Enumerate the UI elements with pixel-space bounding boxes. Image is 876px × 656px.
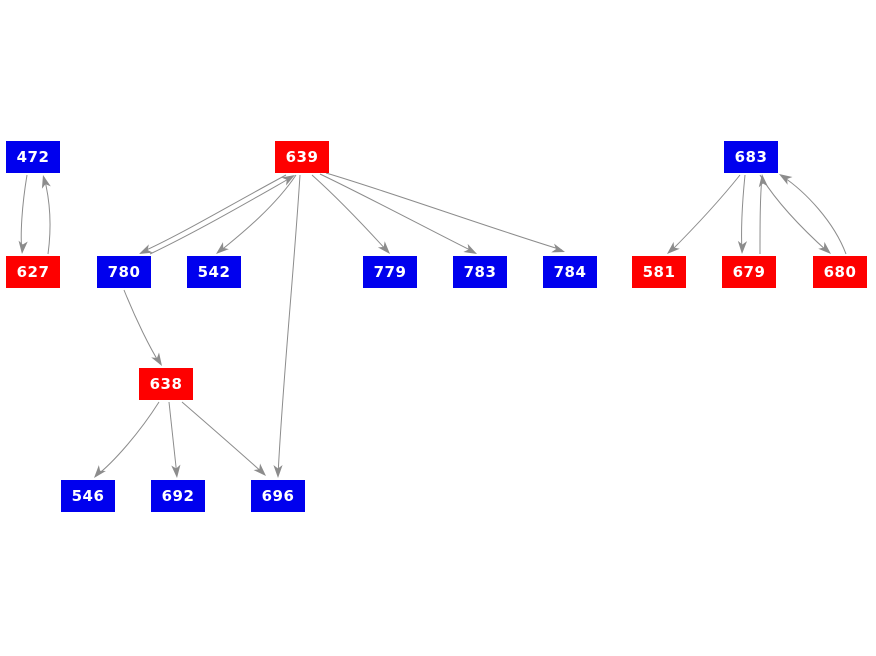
node-label: 581 [642, 262, 676, 281]
edge-line [759, 175, 763, 255]
node-label: 639 [285, 147, 319, 166]
graph-node-639[interactable]: 639 [275, 141, 329, 173]
graph-edge [41, 175, 51, 255]
graph-edge [759, 174, 831, 254]
edge-arrowhead [253, 463, 266, 476]
edge-arrowhead [273, 465, 283, 478]
graph-edge [139, 174, 287, 254]
graph-edge [325, 172, 565, 253]
node-label: 692 [161, 486, 195, 505]
node-label: 627 [16, 262, 50, 281]
edge-arrowhead [818, 241, 831, 254]
graph-edge [18, 174, 28, 254]
graph-node-472[interactable]: 472 [6, 141, 60, 173]
edge-arrowhead [94, 465, 106, 478]
graph-edge [779, 174, 847, 255]
node-label: 472 [16, 147, 50, 166]
edge-line [741, 174, 746, 253]
edge-line [168, 401, 178, 477]
graph-edge [737, 174, 748, 254]
edge-line [149, 176, 293, 255]
edge-arrowhead [281, 175, 295, 186]
graph-node-783[interactable]: 783 [453, 256, 507, 288]
graph-node-696[interactable]: 696 [251, 480, 305, 512]
graph-node-780[interactable]: 780 [97, 256, 151, 288]
edge-line [277, 174, 301, 477]
graph-edge [216, 174, 297, 254]
graph-node-779[interactable]: 779 [363, 256, 417, 288]
node-label: 779 [373, 262, 407, 281]
node-label: 680 [823, 262, 857, 281]
edge-line [141, 174, 287, 253]
edge-line [669, 174, 741, 253]
edge-arrowhead [216, 242, 229, 254]
graph-node-581[interactable]: 581 [632, 256, 686, 288]
graph-edge [168, 401, 181, 478]
node-label: 542 [197, 262, 231, 281]
graph-edge [181, 401, 266, 476]
graph-node-784[interactable]: 784 [543, 256, 597, 288]
edge-line [123, 289, 161, 365]
graph-node-683[interactable]: 683 [724, 141, 778, 173]
edge-arrowhead [171, 464, 181, 478]
edge-line [43, 176, 51, 255]
node-label: 638 [149, 374, 183, 393]
graph-node-638[interactable]: 638 [139, 368, 193, 400]
graph-edge [311, 174, 390, 254]
edge-line [319, 173, 475, 253]
graph-edge [94, 401, 160, 478]
graph-node-692[interactable]: 692 [151, 480, 205, 512]
node-label: 784 [553, 262, 587, 281]
edge-arrowhead [737, 240, 748, 254]
edge-line [311, 174, 389, 253]
graph-node-679[interactable]: 679 [722, 256, 776, 288]
node-label: 783 [463, 262, 497, 281]
node-label: 683 [734, 147, 768, 166]
edge-arrowhead [377, 241, 390, 254]
node-label: 696 [261, 486, 295, 505]
graph-node-542[interactable]: 542 [187, 256, 241, 288]
graph-node-680[interactable]: 680 [813, 256, 867, 288]
node-label: 780 [107, 262, 141, 281]
graph-edge [667, 174, 741, 254]
edge-arrowhead [779, 174, 793, 185]
edge-arrowhead [18, 240, 28, 254]
edge-arrowhead [151, 352, 162, 366]
edge-line [20, 174, 28, 253]
node-label: 679 [732, 262, 766, 281]
graph-edge [123, 289, 162, 366]
graph-edge [319, 173, 477, 254]
edge-line [781, 175, 847, 255]
graph-edge [149, 175, 295, 255]
edge-arrowhead [139, 244, 153, 254]
edge-arrowhead [667, 241, 680, 254]
graph-node-546[interactable]: 546 [61, 480, 115, 512]
edge-arrowhead [41, 175, 51, 189]
edge-line [218, 174, 297, 253]
edge-line [759, 174, 829, 253]
edge-line [325, 172, 563, 251]
edge-line [95, 401, 160, 477]
node-label: 546 [71, 486, 105, 505]
edge-arrowhead [551, 243, 565, 253]
graph-edge [273, 174, 301, 478]
graph-node-627[interactable]: 627 [6, 256, 60, 288]
edge-arrowhead [463, 243, 477, 254]
edge-line [181, 401, 265, 475]
